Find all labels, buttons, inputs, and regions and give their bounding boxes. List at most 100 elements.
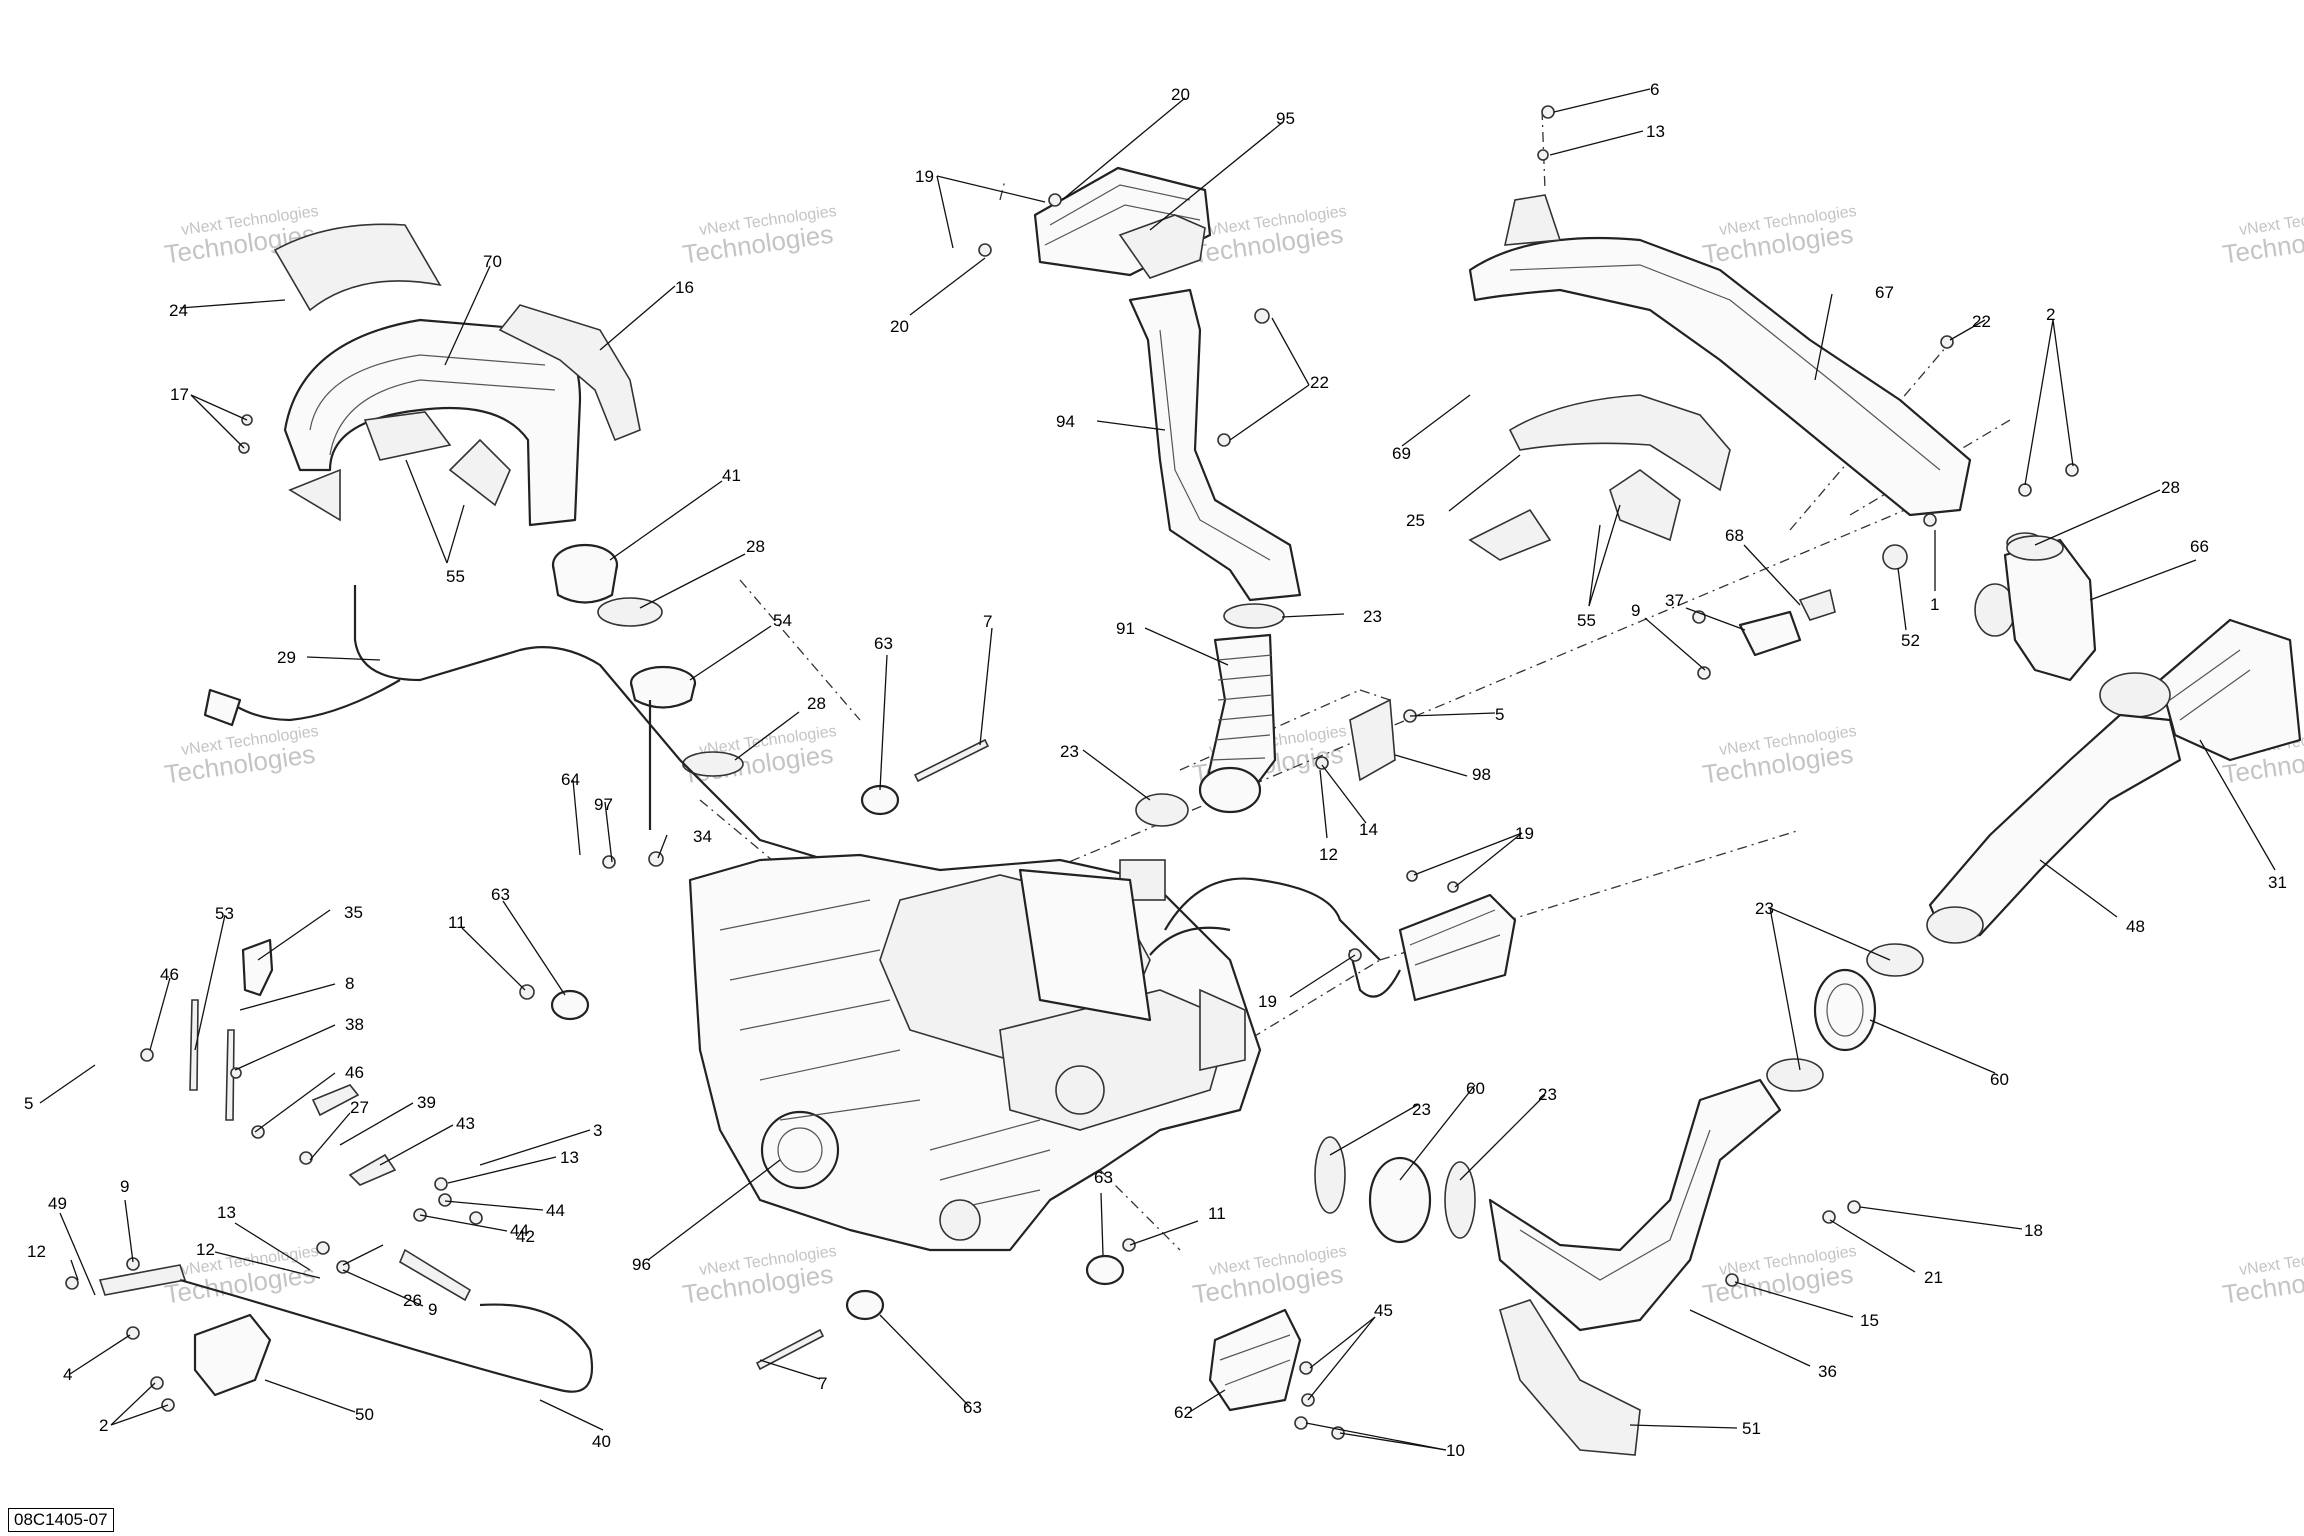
bracket-part <box>1349 698 1396 782</box>
small-shield-parts <box>288 411 511 522</box>
long-bolt-parts <box>755 738 990 1371</box>
callout-label: 35 <box>344 903 363 922</box>
callout-label: 28 <box>2161 478 2180 497</box>
intake-duct-part <box>1128 288 1302 602</box>
callout-label: 19 <box>1515 824 1534 843</box>
watermark: vNext Technologies Technologies <box>162 723 319 790</box>
callout-label: 63 <box>491 885 510 904</box>
callout-label: 23 <box>1060 742 1079 761</box>
heat-shield-part <box>273 223 442 312</box>
callout-label: 4 <box>63 1365 72 1384</box>
callout-label: 22 <box>1310 373 1329 392</box>
callout-label: 6 <box>1650 80 1659 99</box>
callout-label: 27 <box>350 1098 369 1117</box>
air-filter-housing-part <box>1033 166 1212 279</box>
cable-plate-part <box>193 1313 272 1397</box>
muffler-inlet-part <box>2099 618 2302 762</box>
callout-label: 37 <box>1665 591 1684 610</box>
sensor-part <box>1738 544 1908 657</box>
callout-label: 49 <box>48 1194 67 1213</box>
callout-label: 55 <box>1577 611 1596 630</box>
callout-label: 34 <box>693 827 712 846</box>
watermark: vNext Technologies Technologies <box>1700 1243 1857 1310</box>
fastener-parts <box>65 105 2079 1440</box>
callout-label: 7 <box>818 1374 827 1393</box>
callout-label: 39 <box>417 1093 436 1112</box>
callout-label: 8 <box>345 974 354 993</box>
callout-label: 22 <box>1972 312 1991 331</box>
callout-label: 28 <box>746 537 765 556</box>
callout-label: 66 <box>2190 537 2209 556</box>
callout-labels: 20 95 19 20 6 13 70 16 24 17 55 41 28 54… <box>24 80 2287 1460</box>
callout-label: 13 <box>1646 122 1665 141</box>
callout-label: 53 <box>215 904 234 923</box>
callout-label: 25 <box>1406 511 1425 530</box>
callout-label: 51 <box>1742 1419 1761 1438</box>
band-part <box>629 665 697 709</box>
left-air-duct-part <box>283 318 582 527</box>
coupler-part <box>551 543 619 604</box>
watermark: vNext Technologies Technologies <box>1190 1243 1347 1310</box>
exhaust-pipe-36-part <box>1488 1078 1782 1332</box>
callout-label: 23 <box>1538 1085 1557 1104</box>
callout-label: 12 <box>27 1242 46 1261</box>
callout-label: 60 <box>1466 1079 1485 1098</box>
mount-bracket-part <box>1208 1308 1302 1412</box>
watermark: vNext Technologies Technologies <box>1190 203 1347 270</box>
callout-label: 12 <box>1319 845 1338 864</box>
callout-label: 2 <box>99 1416 108 1435</box>
part-shapes <box>65 105 2302 1456</box>
callout-label: 40 <box>592 1432 611 1451</box>
callout-label: 43 <box>456 1114 475 1133</box>
callout-label: 63 <box>874 634 893 653</box>
small-shield-parts-right <box>1468 469 1681 561</box>
callout-label: 1 <box>1930 595 1939 614</box>
callout-label: 97 <box>594 795 613 814</box>
callout-label: 20 <box>1171 85 1190 104</box>
watermark: vNext Technologies Technologies <box>1700 723 1857 790</box>
callout-label: 50 <box>355 1405 374 1424</box>
callout-label: 9 <box>120 1177 129 1196</box>
callout-label: 11 <box>1208 1204 1226 1223</box>
callout-label: 38 <box>345 1015 364 1034</box>
callout-label: 14 <box>1359 820 1378 839</box>
callout-label: 3 <box>593 1121 602 1140</box>
bellows-boot-part <box>1198 633 1277 814</box>
watermark: vNext Technologies Technologies <box>162 1243 319 1310</box>
callout-label: 63 <box>1094 1168 1113 1187</box>
exhaust-pipe-part <box>1468 194 1972 517</box>
callout-label: 55 <box>446 567 465 586</box>
watermark: vNext Technologies Technologies <box>680 203 837 270</box>
ecu-module-part <box>1348 893 1517 1002</box>
callout-label: 16 <box>675 278 694 297</box>
callout-label: 96 <box>632 1255 651 1274</box>
callout-label: 60 <box>1990 1070 2009 1089</box>
callout-label: 13 <box>560 1148 579 1167</box>
callout-label: 91 <box>1116 619 1135 638</box>
callout-label: 94 <box>1056 412 1075 431</box>
callout-label: 24 <box>169 301 188 320</box>
callout-label: 17 <box>170 385 189 404</box>
callout-label: 63 <box>963 1398 982 1417</box>
callout-label: 7 <box>983 612 992 631</box>
callout-label: 9 <box>1631 601 1640 620</box>
duct-cover-part <box>498 304 641 442</box>
callout-label: 29 <box>277 648 296 667</box>
callout-label: 44 <box>546 1201 565 1220</box>
callout-label: 68 <box>1725 526 1744 545</box>
elbow-pipe-part <box>2003 535 2097 682</box>
callout-label: 15 <box>1860 1311 1879 1330</box>
callout-label: 19 <box>915 167 934 186</box>
callout-label: 13 <box>217 1203 236 1222</box>
engine-assembly-part <box>688 853 1381 1252</box>
callout-label: 67 <box>1875 283 1894 302</box>
callout-label: 10 <box>1446 1441 1465 1460</box>
callout-label: 41 <box>722 466 741 485</box>
watermark: vNext Technologies Technologies <box>1700 203 1857 270</box>
coupler-60-part <box>1314 943 1924 1244</box>
callout-label: 12 <box>196 1240 215 1259</box>
hose-clamp-parts <box>597 532 2044 827</box>
callout-label: 45 <box>1374 1301 1393 1320</box>
callout-label: 23 <box>1755 899 1774 918</box>
